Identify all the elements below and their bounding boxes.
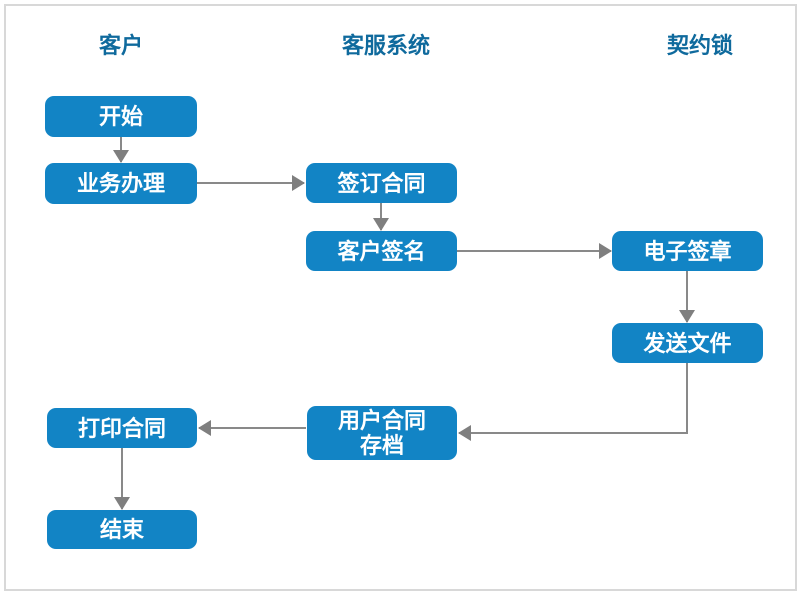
node-start: 开始 [45, 96, 197, 137]
node-customer-signature: 客户签名 [306, 231, 457, 271]
node-sign-contract: 签订合同 [306, 163, 457, 203]
node-electronic-seal: 电子签章 [612, 231, 763, 271]
node-end: 结束 [47, 510, 197, 549]
lane-header-customer: 客户 [98, 33, 143, 58]
node-print-contract: 打印合同 [47, 408, 197, 448]
node-business-handling: 业务办理 [45, 163, 197, 204]
lane-header-contract-lock: 契约锁 [666, 33, 733, 58]
diagram-border [4, 4, 797, 591]
lane-header-service-system: 客服系统 [341, 33, 430, 58]
node-send-file: 发送文件 [612, 323, 763, 363]
node-user-contract-archive: 用户合同 存档 [307, 406, 457, 460]
